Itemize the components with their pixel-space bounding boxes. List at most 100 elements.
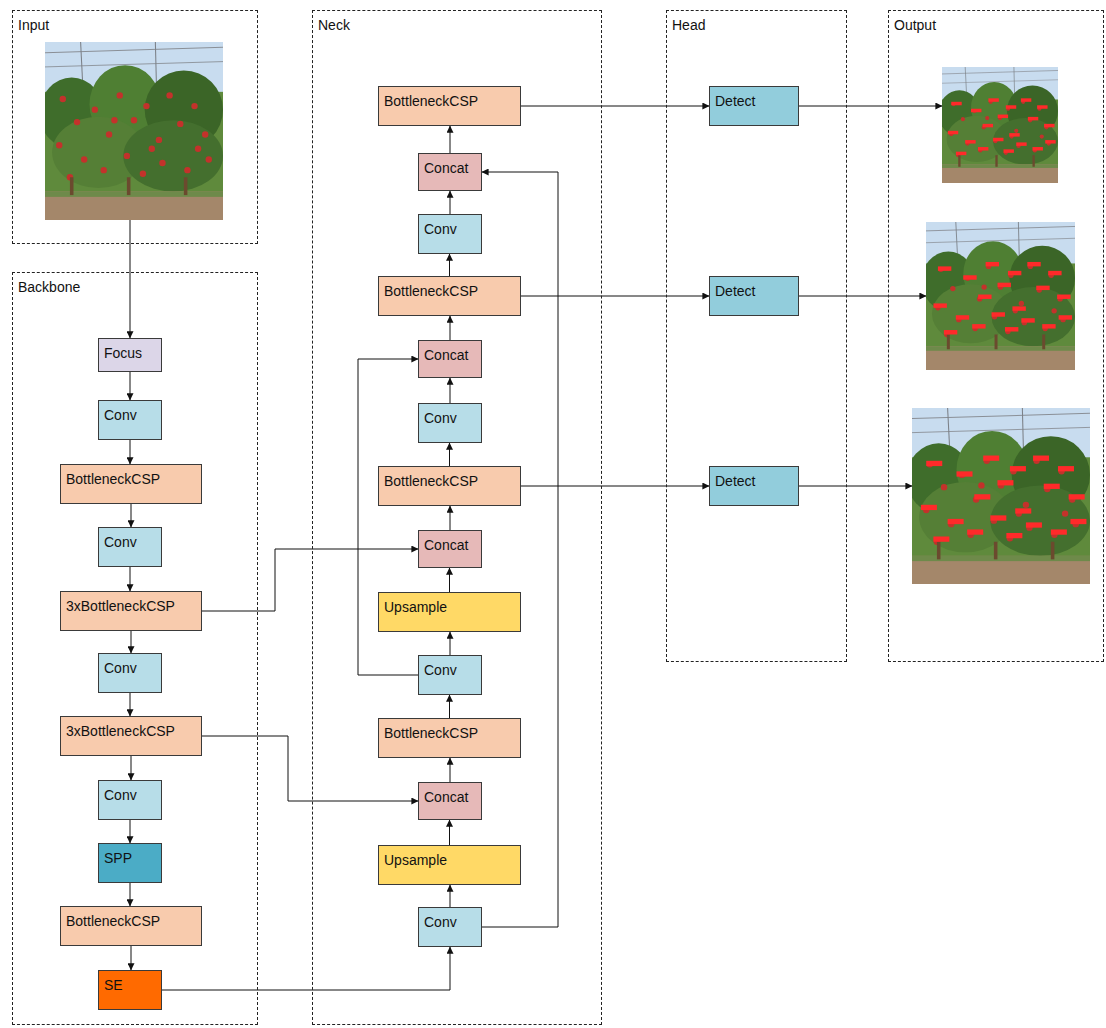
block-label: Conv [104, 534, 137, 550]
block-label: Conv [424, 914, 457, 930]
connector-arrow [521, 296, 709, 297]
connector-arrow [131, 504, 132, 527]
block-label: Upsample [384, 599, 447, 615]
connector-arrow [450, 126, 451, 153]
connector-arrow [130, 372, 131, 400]
detection-marks [921, 456, 1087, 542]
block-label: Concat [424, 347, 468, 363]
conv-block: Conv [418, 214, 482, 254]
group-panel: Output [888, 10, 1104, 662]
csp-block: 3xBottleneckCSP [60, 716, 202, 756]
block-label: Conv [424, 410, 457, 426]
detection-marks [933, 262, 1072, 335]
block-label: BottleneckCSP [66, 913, 160, 929]
connector-arrow [130, 820, 131, 843]
block-label: BottleneckCSP [384, 473, 478, 489]
detection-marks [948, 98, 1056, 155]
detect-block: Detect [709, 276, 799, 316]
block-label: BottleneckCSP [384, 725, 478, 741]
concat-block: Concat [418, 340, 482, 378]
connector-arrow [799, 486, 912, 487]
group-heading: Neck [318, 17, 350, 33]
output-photo [939, 67, 1058, 183]
block-label: Concat [424, 789, 468, 805]
spp-block: SPP [98, 843, 162, 883]
block-label: Focus [104, 345, 142, 361]
group-panel: Input [12, 10, 258, 244]
block-label: 3xBottleneckCSP [66, 598, 175, 614]
connector-arrow [449, 254, 450, 276]
conv-block: Conv [98, 527, 162, 567]
block-label: SE [104, 977, 123, 993]
focus-block: Focus [98, 338, 162, 372]
output-photo [922, 222, 1075, 370]
connector-arrow [450, 885, 451, 907]
block-label: Upsample [384, 852, 447, 868]
detect-block: Detect [709, 86, 799, 126]
csp-block: BottleneckCSP [378, 86, 521, 126]
csp-block: 3xBottleneckCSP [60, 591, 202, 631]
connector-arrow [131, 631, 132, 653]
block-label: Conv [424, 221, 457, 237]
csp-block: BottleneckCSP [60, 906, 202, 946]
detect-block: Detect [709, 466, 799, 506]
csp-block: BottleneckCSP [378, 466, 521, 506]
block-label: Concat [424, 537, 468, 553]
group-heading: Output [894, 17, 936, 33]
conv-block: Conv [98, 653, 162, 693]
csp-block: BottleneckCSP [378, 718, 521, 758]
block-label: Detect [715, 93, 755, 109]
input-photo [40, 42, 223, 220]
group-panel: HeadDetectDetectDetect [666, 10, 847, 662]
csp-block: BottleneckCSP [378, 276, 521, 316]
csp-block: BottleneckCSP [60, 464, 202, 504]
block-label: Conv [104, 787, 137, 803]
block-label: Concat [424, 160, 468, 176]
block-label: Conv [104, 407, 137, 423]
connector-arrow [450, 632, 451, 655]
conv-block: Conv [418, 907, 482, 947]
block-label: SPP [104, 850, 132, 866]
concat-block: Concat [418, 530, 482, 568]
group-heading: Input [18, 17, 49, 33]
group-panel: BackboneFocusConvBottleneckCSPConv3xBott… [12, 272, 258, 1025]
connector-arrow [449, 820, 450, 845]
connector-arrow [130, 883, 131, 906]
conv-block: Conv [98, 780, 162, 820]
connector-arrow [450, 378, 451, 403]
connector-arrow [799, 296, 926, 297]
connector-arrow [450, 316, 451, 340]
connector-arrow [449, 695, 450, 718]
connector-arrow [130, 567, 131, 591]
block-label: Conv [104, 660, 137, 676]
connector-arrow [131, 756, 132, 780]
block-label: Conv [424, 662, 457, 678]
connector-arrow [131, 946, 132, 970]
conv-block: Conv [418, 403, 482, 443]
group-heading: Head [672, 17, 705, 33]
conv-block: Conv [98, 400, 162, 440]
concat-block: Concat [418, 153, 482, 191]
connector-arrow [450, 191, 451, 214]
upsample-block: Upsample [378, 592, 521, 632]
group-panel: NeckBottleneckCSPConcatConvBottleneckCSP… [312, 10, 602, 1025]
connector-arrow [130, 693, 131, 716]
block-label: Detect [715, 473, 755, 489]
connector-arrow [521, 106, 709, 107]
block-label: BottleneckCSP [66, 471, 160, 487]
connector-arrow [450, 758, 451, 782]
connector-arrow [799, 106, 942, 107]
connector-arrow [449, 443, 450, 466]
upsample-block: Upsample [378, 845, 521, 885]
concat-block: Concat [418, 782, 482, 820]
conv-block: Conv [418, 655, 482, 695]
connector-arrow [449, 568, 450, 592]
block-label: BottleneckCSP [384, 283, 478, 299]
se-block: SE [98, 970, 162, 1010]
block-label: BottleneckCSP [384, 93, 478, 109]
block-label: Detect [715, 283, 755, 299]
connector-arrow [130, 440, 131, 464]
connector-arrow [521, 486, 709, 487]
